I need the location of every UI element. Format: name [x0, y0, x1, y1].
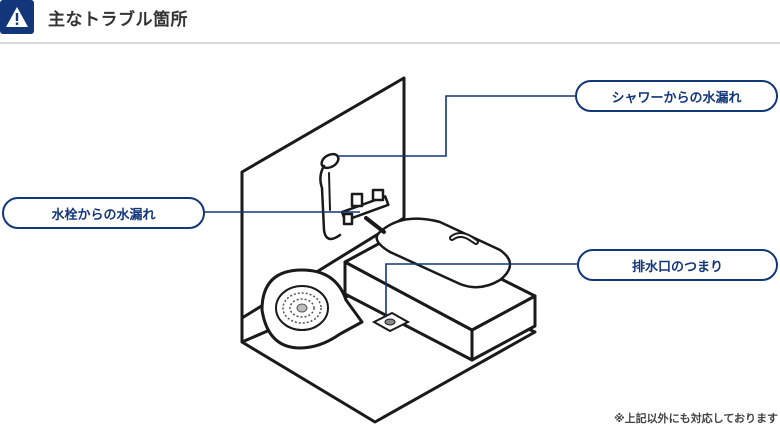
callout-drain-clog-label: 排水口のつまり — [631, 259, 723, 275]
callout-faucet-leak[interactable]: 水栓からの水漏れ — [2, 197, 205, 229]
drain-leader — [385, 263, 578, 316]
drain-zoom — [260, 268, 364, 350]
callout-faucet-leak-label: 水栓からの水漏れ — [51, 207, 156, 223]
tub-basin — [375, 217, 512, 289]
callout-shower-leak[interactable]: シャワーからの水漏れ — [575, 80, 778, 112]
warning-icon — [0, 0, 34, 34]
section-header: 主なトラブル箇所 — [0, 0, 780, 44]
shower-leader — [338, 95, 578, 157]
faucet — [340, 188, 390, 234]
footnote: ※上記以外にも対応しております — [613, 412, 778, 425]
shower-head — [319, 152, 342, 241]
page-title: 主なトラブル箇所 — [48, 10, 188, 30]
callout-drain-clog[interactable]: 排水口のつまり — [577, 249, 778, 281]
callout-shower-leak-label: シャワーからの水漏れ — [611, 90, 742, 106]
